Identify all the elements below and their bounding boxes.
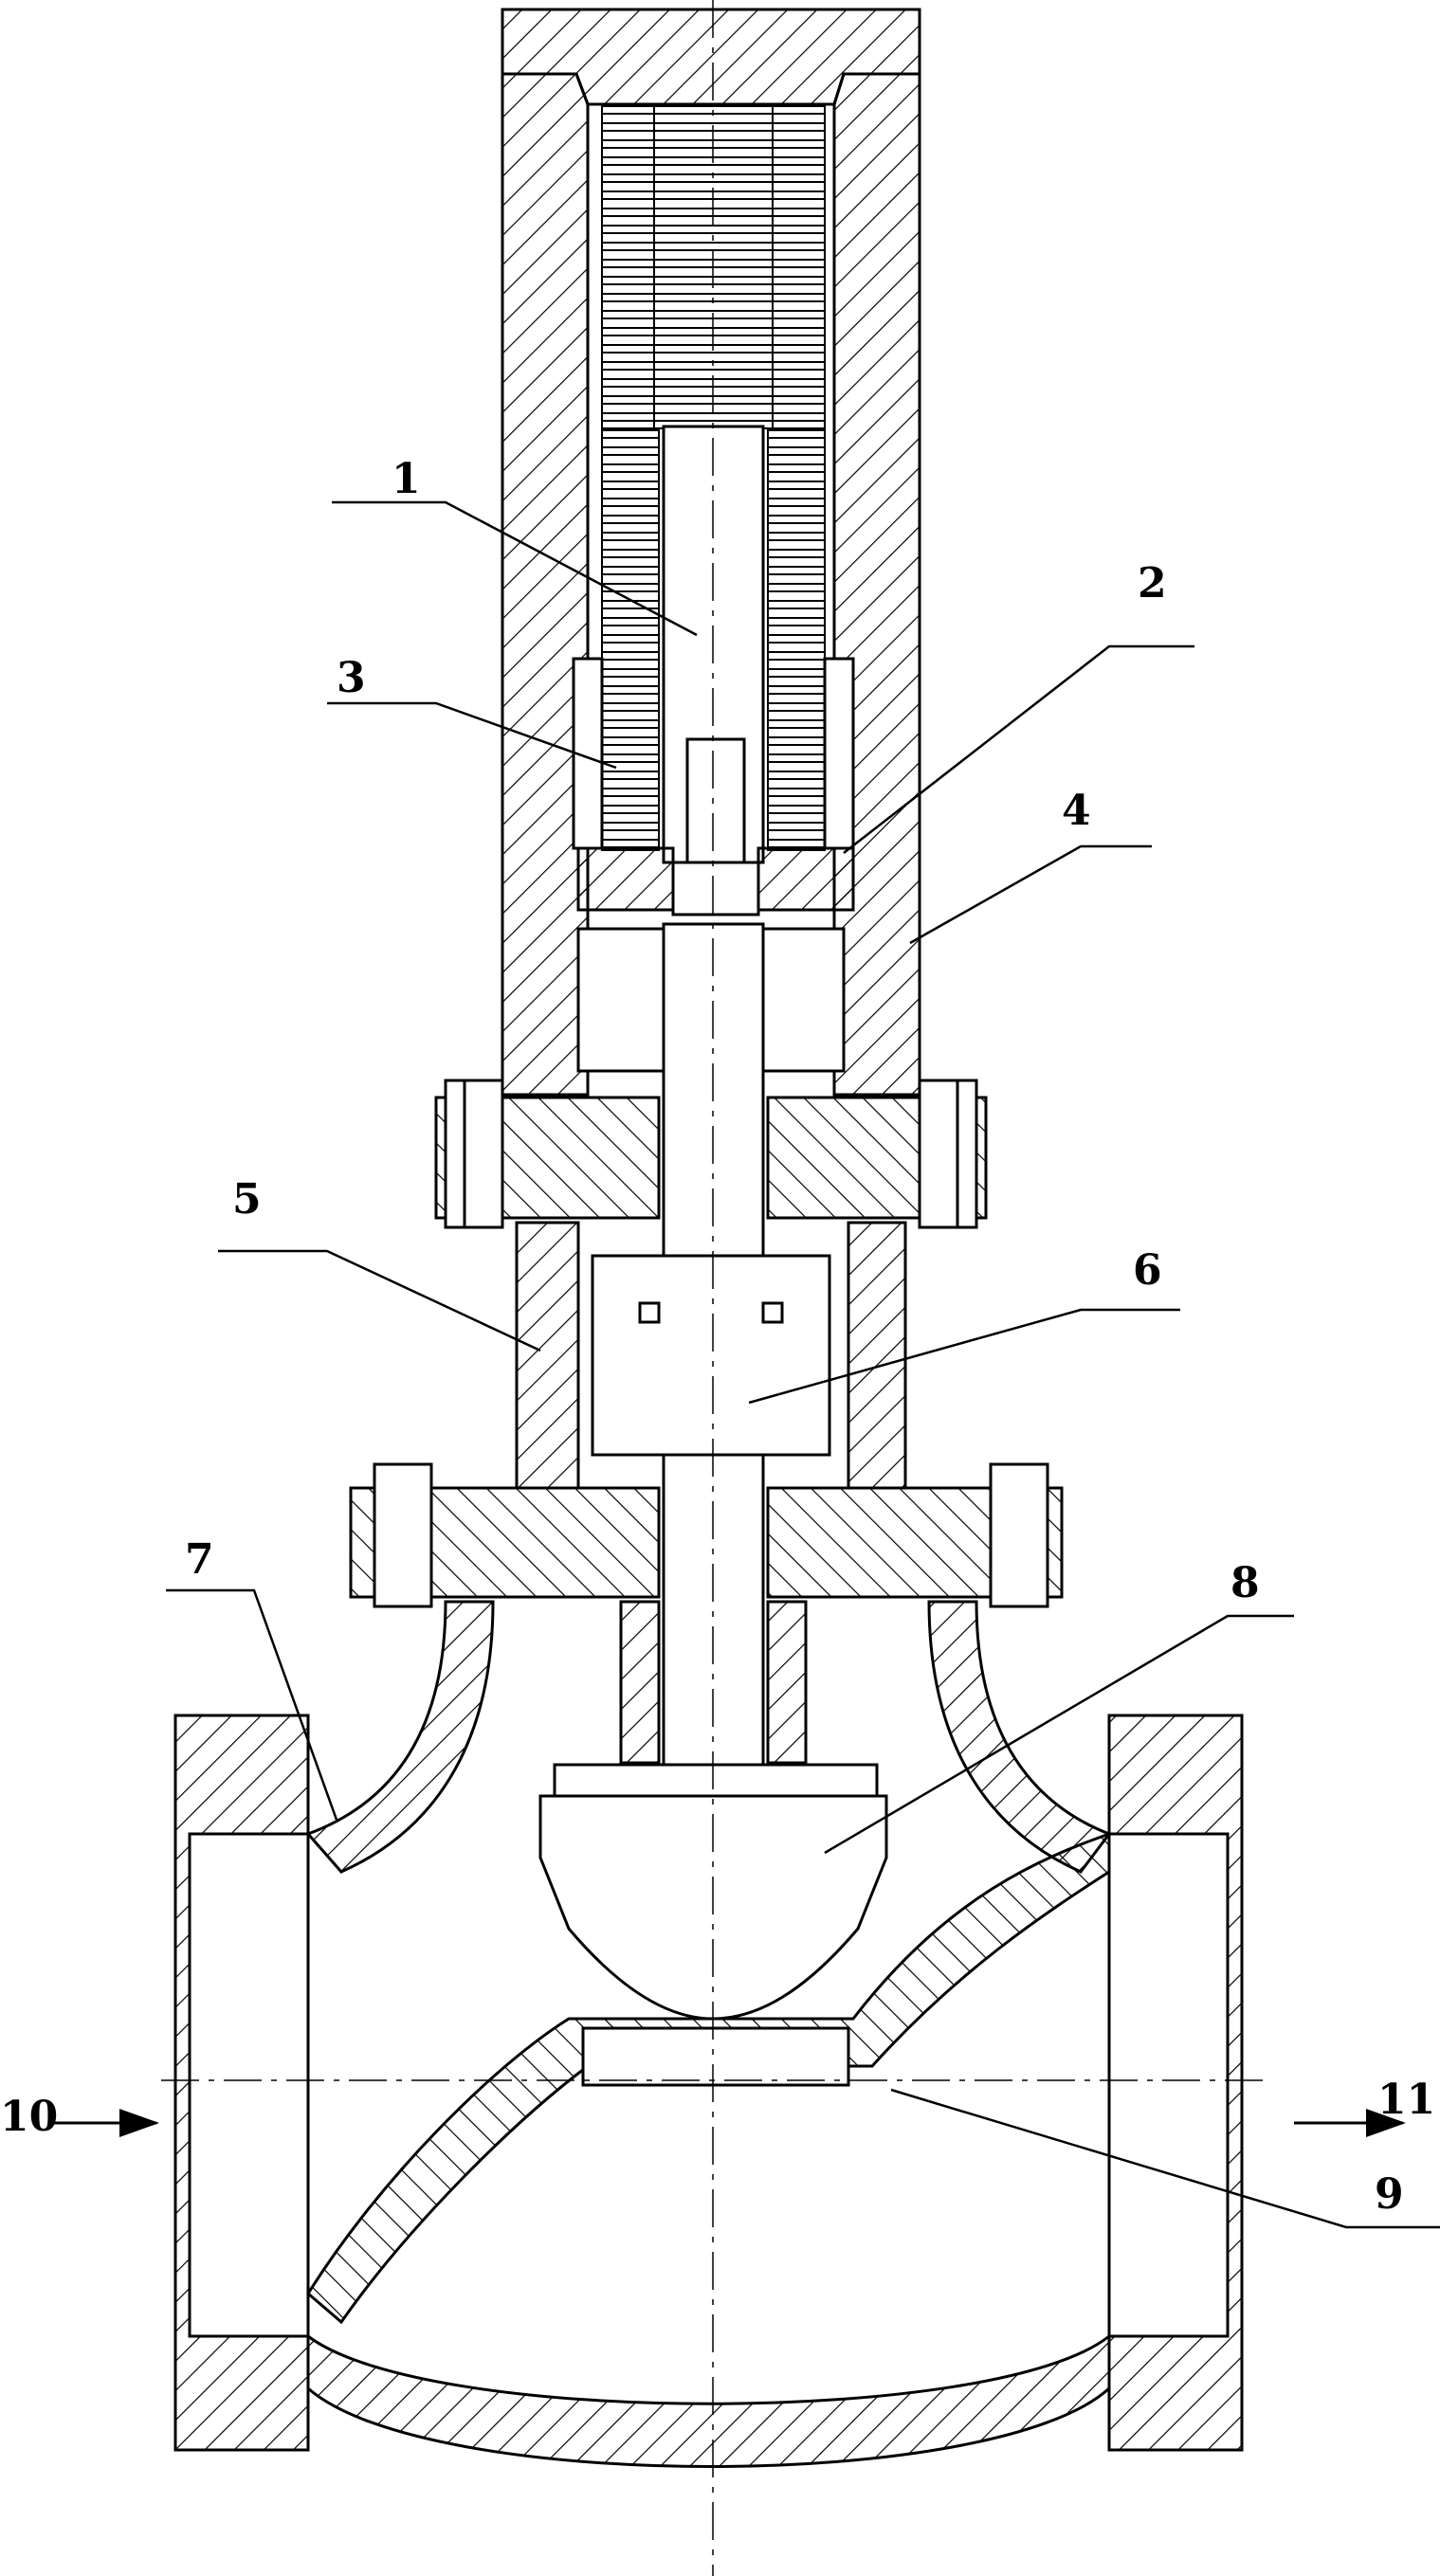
callout-4: 4: [1062, 787, 1091, 835]
actuator-housing: [501, 8, 921, 1097]
callout-3: 3: [337, 654, 366, 702]
callout-labels: 1 2 3 4 5 6 7 8 9 10 11: [0, 455, 1435, 2219]
callout-8: 8: [1230, 1559, 1260, 1607]
valve-body: [173, 1600, 1244, 2468]
center-lines: [161, 0, 1266, 2576]
callout-7: 7: [185, 1535, 214, 1584]
upper-flange: [434, 1079, 988, 1229]
callout-2: 2: [1138, 559, 1167, 608]
callout-5: 5: [232, 1175, 262, 1224]
leader-lines: [166, 500, 1440, 2229]
bonnet-flange: [349, 1462, 1064, 1608]
spring-stack: [601, 105, 826, 851]
callout-1: 1: [392, 455, 421, 503]
callout-6: 6: [1133, 1246, 1162, 1295]
yoke-bracket: [515, 1221, 907, 1490]
packing-box: [619, 1600, 808, 1765]
callout-9: 9: [1375, 2170, 1404, 2219]
piston: [576, 846, 855, 916]
seat-ring: [581, 2026, 850, 2087]
callout-11: 11: [1377, 2076, 1435, 2124]
callout-10: 10: [0, 2093, 58, 2141]
